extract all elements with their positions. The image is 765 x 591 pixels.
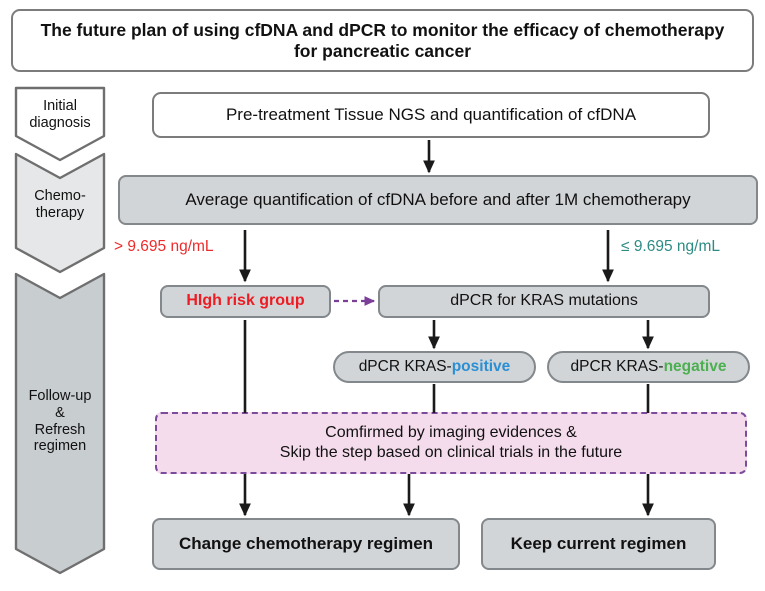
page-title: The future plan of using cfDNA and dPCR … — [11, 9, 754, 72]
node-keep-regimen-label: Keep current regimen — [510, 533, 687, 553]
stage-chemotherapy: Chemo-therapy — [14, 152, 106, 274]
node-confirmation-line1: Comfirmed by imaging evidences & — [325, 423, 577, 441]
node-dpcr-kras-mutations-label: dPCR for KRAS mutations — [450, 292, 638, 310]
node-keep-regimen: Keep current regimen — [481, 518, 716, 570]
node-change-regimen-label: Change chemotherapy regimen — [178, 533, 434, 553]
node-high-risk-group: HIgh risk group — [160, 285, 331, 318]
chevron-shape-icon — [14, 86, 106, 162]
node-high-risk-group-label: HIgh risk group — [186, 292, 305, 310]
page-title-text: The future plan of using cfDNA and dPCR … — [40, 19, 725, 61]
chevron-shape-icon — [14, 272, 106, 575]
node-dpcr-kras-mutations: dPCR for KRAS mutations — [378, 285, 710, 318]
node-confirmation-line2: Skip the step based on clinical trials i… — [279, 444, 623, 461]
node-kras-negative-prefix: dPCR KRAS- — [570, 357, 664, 375]
node-kras-positive: dPCR KRAS-positive — [333, 351, 536, 383]
chevron-shape-icon — [14, 152, 106, 274]
threshold-label-low: ≤ 9.695 ng/mL — [621, 238, 720, 256]
threshold-label-low-text: ≤ 9.695 ng/mL — [621, 238, 720, 255]
threshold-label-high: > 9.695 ng/mL — [114, 238, 214, 256]
node-pretreatment-ngs: Pre-treatment Tissue NGS and quantificat… — [152, 92, 710, 138]
node-confirmation-band: Comfirmed by imaging evidences & Skip th… — [155, 412, 747, 474]
node-change-regimen: Change chemotherapy regimen — [152, 518, 460, 570]
node-kras-positive-word: positive — [451, 357, 511, 375]
node-pretreatment-ngs-label: Pre-treatment Tissue NGS and quantificat… — [225, 104, 637, 124]
node-kras-negative: dPCR KRAS-negative — [547, 351, 750, 383]
node-kras-negative-word: negative — [663, 357, 727, 375]
node-average-quantification-label: Average quantification of cfDNA before a… — [185, 189, 691, 209]
threshold-label-high-text: > 9.695 ng/mL — [114, 238, 214, 255]
node-kras-positive-prefix: dPCR KRAS- — [358, 357, 452, 375]
node-average-quantification: Average quantification of cfDNA before a… — [118, 175, 758, 225]
